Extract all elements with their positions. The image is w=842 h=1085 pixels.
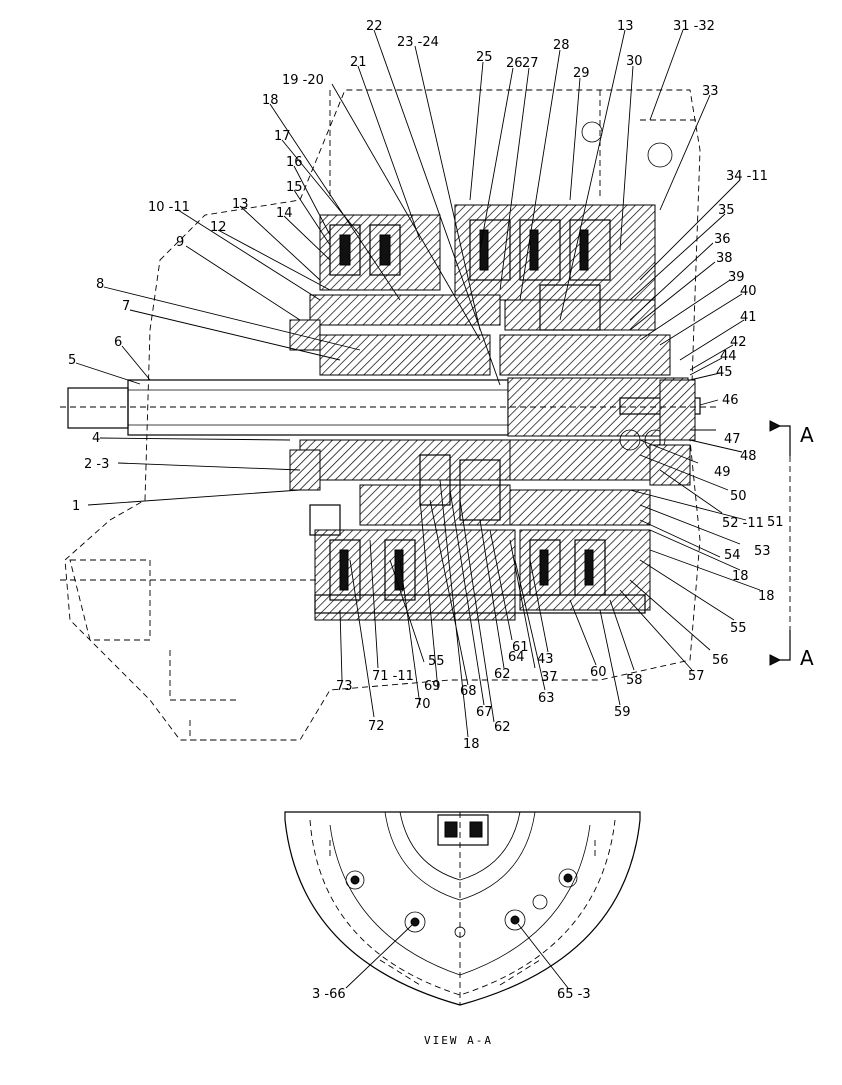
callout: 63 <box>538 691 555 706</box>
callout: 42 <box>730 335 747 350</box>
callout: 18 <box>758 589 775 604</box>
callout: 72 <box>368 719 385 734</box>
callout: 58 <box>626 673 643 688</box>
callout: 7 <box>122 299 130 314</box>
callout: 46 <box>722 393 739 408</box>
callout: 49 <box>714 465 731 480</box>
callout: 44 <box>720 349 737 364</box>
callout: 70 <box>414 697 431 712</box>
view-caption: VIEW A-A <box>424 1034 493 1047</box>
callout: 61 <box>512 640 529 655</box>
callout: 1 <box>72 499 80 514</box>
callout: 12 <box>210 220 227 235</box>
callout: 31 -32 <box>673 19 715 34</box>
callout: 45 <box>716 365 733 380</box>
callout: 53 <box>754 544 771 559</box>
callout: 48 <box>740 449 757 464</box>
section-marker-top: A <box>800 423 814 447</box>
callout: 35 <box>718 203 735 218</box>
callout: 51 <box>767 515 784 530</box>
callout: 19 -20 <box>282 73 324 88</box>
callout: 16 <box>286 155 303 170</box>
callout: 55 <box>428 654 445 669</box>
section-marker-bottom: A <box>800 646 814 670</box>
callout: 9 <box>176 235 184 250</box>
callout: 18 <box>732 569 749 584</box>
view-a-a <box>284 811 641 1006</box>
callout: 37 <box>541 670 558 685</box>
callout: 40 <box>740 284 757 299</box>
callout: 47 <box>724 432 741 447</box>
callout: 25 <box>476 50 493 65</box>
callout: 55 <box>730 621 747 636</box>
callout: 73 <box>336 679 353 694</box>
callout: 56 <box>712 653 729 668</box>
callout: 13 <box>232 197 249 212</box>
callout: 60 <box>590 665 607 680</box>
callout: 52 -11 <box>722 516 764 531</box>
callout: 62 <box>494 720 511 735</box>
callout: 30 <box>626 54 643 69</box>
callout: 38 <box>716 251 733 266</box>
callout: 39 <box>728 270 745 285</box>
callout: 14 <box>276 206 293 221</box>
section-view-main <box>60 89 791 741</box>
callout: 13 <box>617 19 634 34</box>
callout: 26 <box>506 56 523 71</box>
callout: 4 <box>92 431 100 446</box>
callout: 21 <box>350 55 367 70</box>
callout: 50 <box>730 489 747 504</box>
callout: 17 <box>274 129 291 144</box>
callout: 5 <box>68 353 76 368</box>
callout: 41 <box>740 310 757 325</box>
leader-lines <box>75 29 761 738</box>
callout: 27 <box>522 56 539 71</box>
callout: 2 -3 <box>84 457 109 472</box>
callout: 15 <box>286 180 303 195</box>
callout: 43 <box>537 652 554 667</box>
callout: 57 <box>688 669 705 684</box>
callout: 59 <box>614 705 631 720</box>
callout: 36 <box>714 232 731 247</box>
callouts-upper: 1 2 -3 4 5 6 7 8 9 10 -11 12 13 14 15 16… <box>68 19 784 752</box>
callout: 62 <box>494 667 511 682</box>
callout: 28 <box>553 38 570 53</box>
callout: 3 -66 <box>312 987 346 1002</box>
callout: 6 <box>114 335 122 350</box>
callout: 33 <box>702 84 719 99</box>
callout: 8 <box>96 277 104 292</box>
callout: 69 <box>424 679 441 694</box>
callout: 68 <box>460 684 477 699</box>
callout: 67 <box>476 705 493 720</box>
callout: 18 <box>262 93 279 108</box>
callout: 54 <box>724 548 741 563</box>
callout: 10 -11 <box>148 200 190 215</box>
callout: 65 -3 <box>557 987 591 1002</box>
callout: 22 <box>366 19 383 34</box>
callout: 29 <box>573 66 590 81</box>
callout: 23 -24 <box>397 35 439 50</box>
callout: 34 -11 <box>726 169 768 184</box>
callout: 64 <box>508 650 525 665</box>
callout: 18 <box>463 737 480 752</box>
callout: 71 -11 <box>372 669 414 684</box>
